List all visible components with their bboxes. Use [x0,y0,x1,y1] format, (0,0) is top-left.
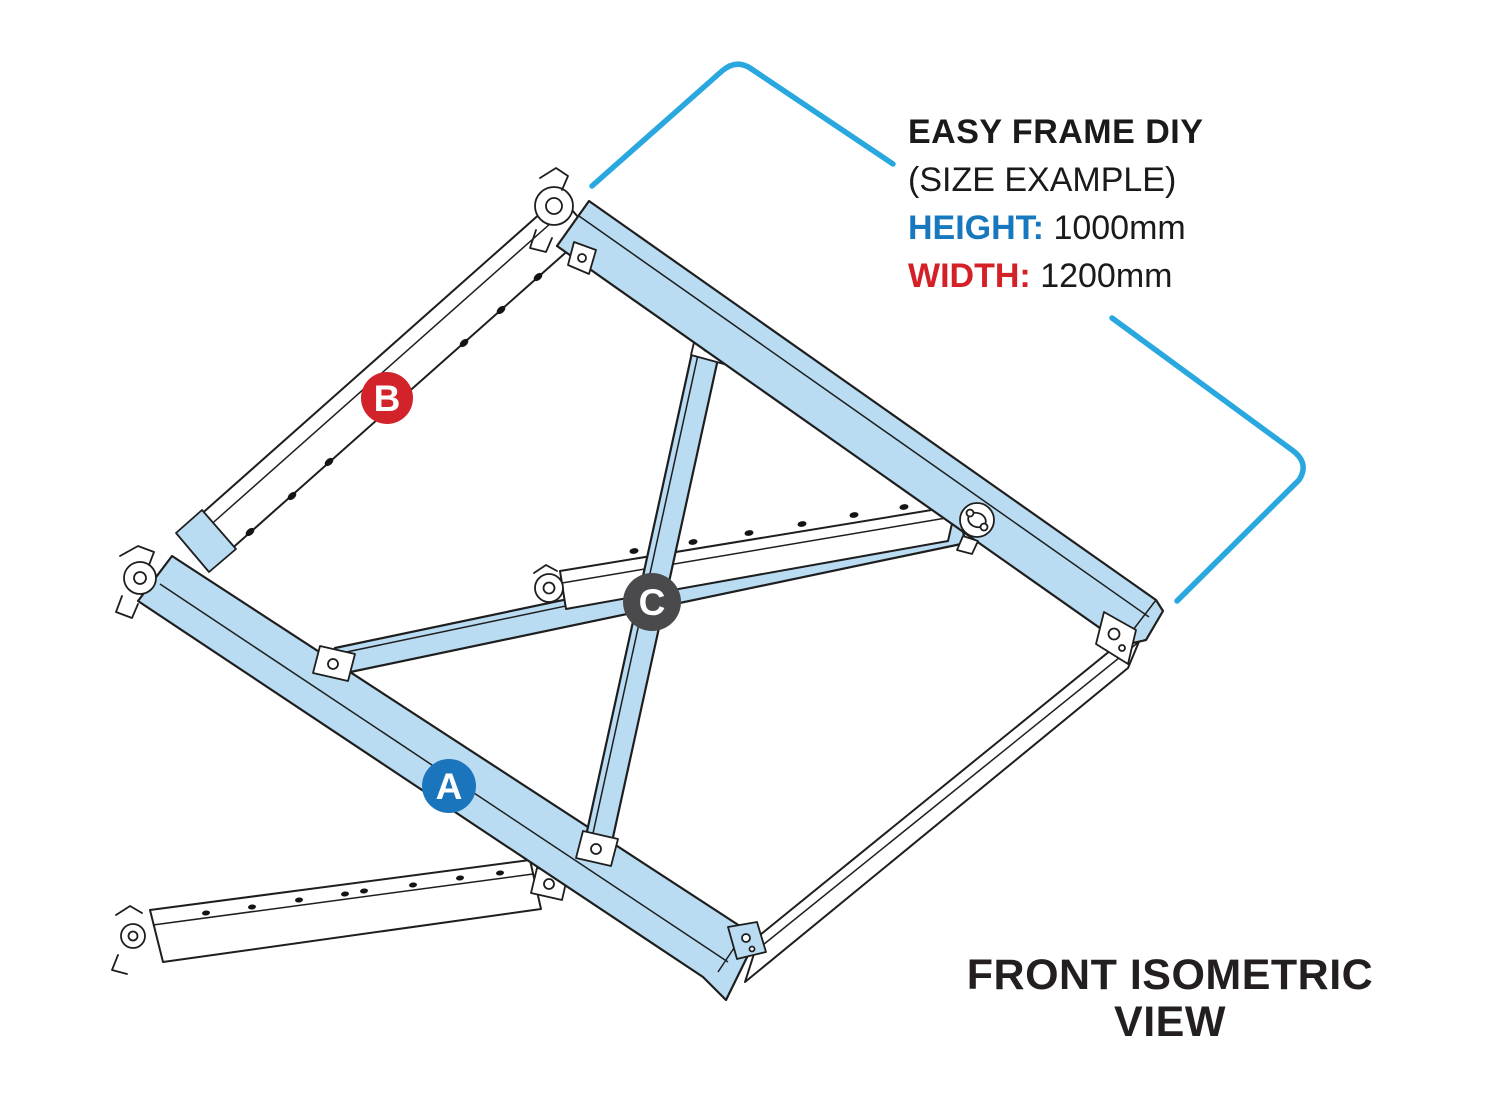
info-subtitle: (SIZE EXAMPLE) [908,161,1177,199]
leg-profile [111,859,569,975]
part-label-c: C [623,573,681,631]
bottom-corner-connector-icon [727,921,767,960]
view-caption-line2: VIEW [1114,998,1226,1046]
height-dimension-row: HEIGHT: 1000mm [908,204,1203,252]
leg-end-clamp-icon [111,905,146,975]
width-label: WIDTH: [908,257,1031,295]
view-caption-line1: FRONT ISOMETRIC [966,951,1374,999]
part-label-a: A [422,759,476,813]
height-leader-line [589,61,896,189]
height-value: 1000mm [1053,209,1186,247]
part-label-b: B [361,372,413,424]
top-corner-clamp-icon [529,167,597,275]
leg-holes [202,870,504,916]
part-label-a-letter: A [436,766,463,807]
mid-support-end-clamp-icon [533,564,564,603]
height-label: HEIGHT: [908,209,1044,247]
brace-left-bracket-icon [312,645,356,682]
size-info-panel: EASY FRAME DIY (SIZE EXAMPLE) HEIGHT: 10… [908,108,1203,300]
beam-b-end-sleeve [175,509,237,573]
part-label-b-letter: B [374,378,401,419]
width-dimension-row: WIDTH: 1200mm [908,252,1203,300]
brace-bottom-bracket-icon [575,830,619,867]
beam-lower-right-profile [744,619,1149,983]
view-caption: FRONT ISOMETRIC VIEW [920,952,1420,1046]
part-label-c-letter: C [639,582,666,623]
mid-support-holes [629,504,909,554]
width-value: 1200mm [1040,257,1173,295]
info-title: EASY FRAME DIY [908,113,1204,151]
right-corner-clamp-icon [1095,611,1137,665]
mid-support-round-clamp-icon [956,502,995,555]
beam-b-holes [245,272,543,537]
left-corner-clamp-icon [115,545,157,619]
width-leader-line [1109,315,1306,604]
beam-top-rail [555,199,1165,647]
